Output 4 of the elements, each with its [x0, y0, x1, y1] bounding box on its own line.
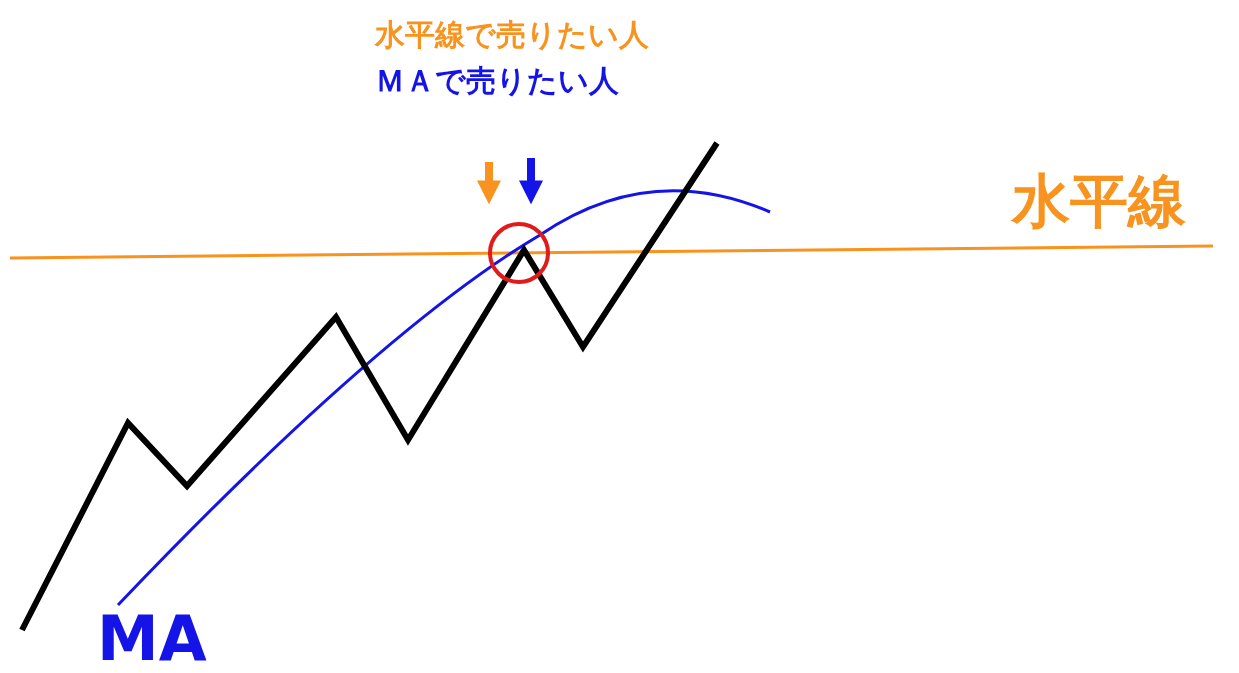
line-label: MA — [97, 608, 207, 670]
line-label: 水平線 — [1012, 172, 1186, 230]
annotation-text: 水平線で売りたい人 — [375, 20, 649, 50]
annotation-text: ＭＡで売りたい人 — [375, 66, 619, 96]
